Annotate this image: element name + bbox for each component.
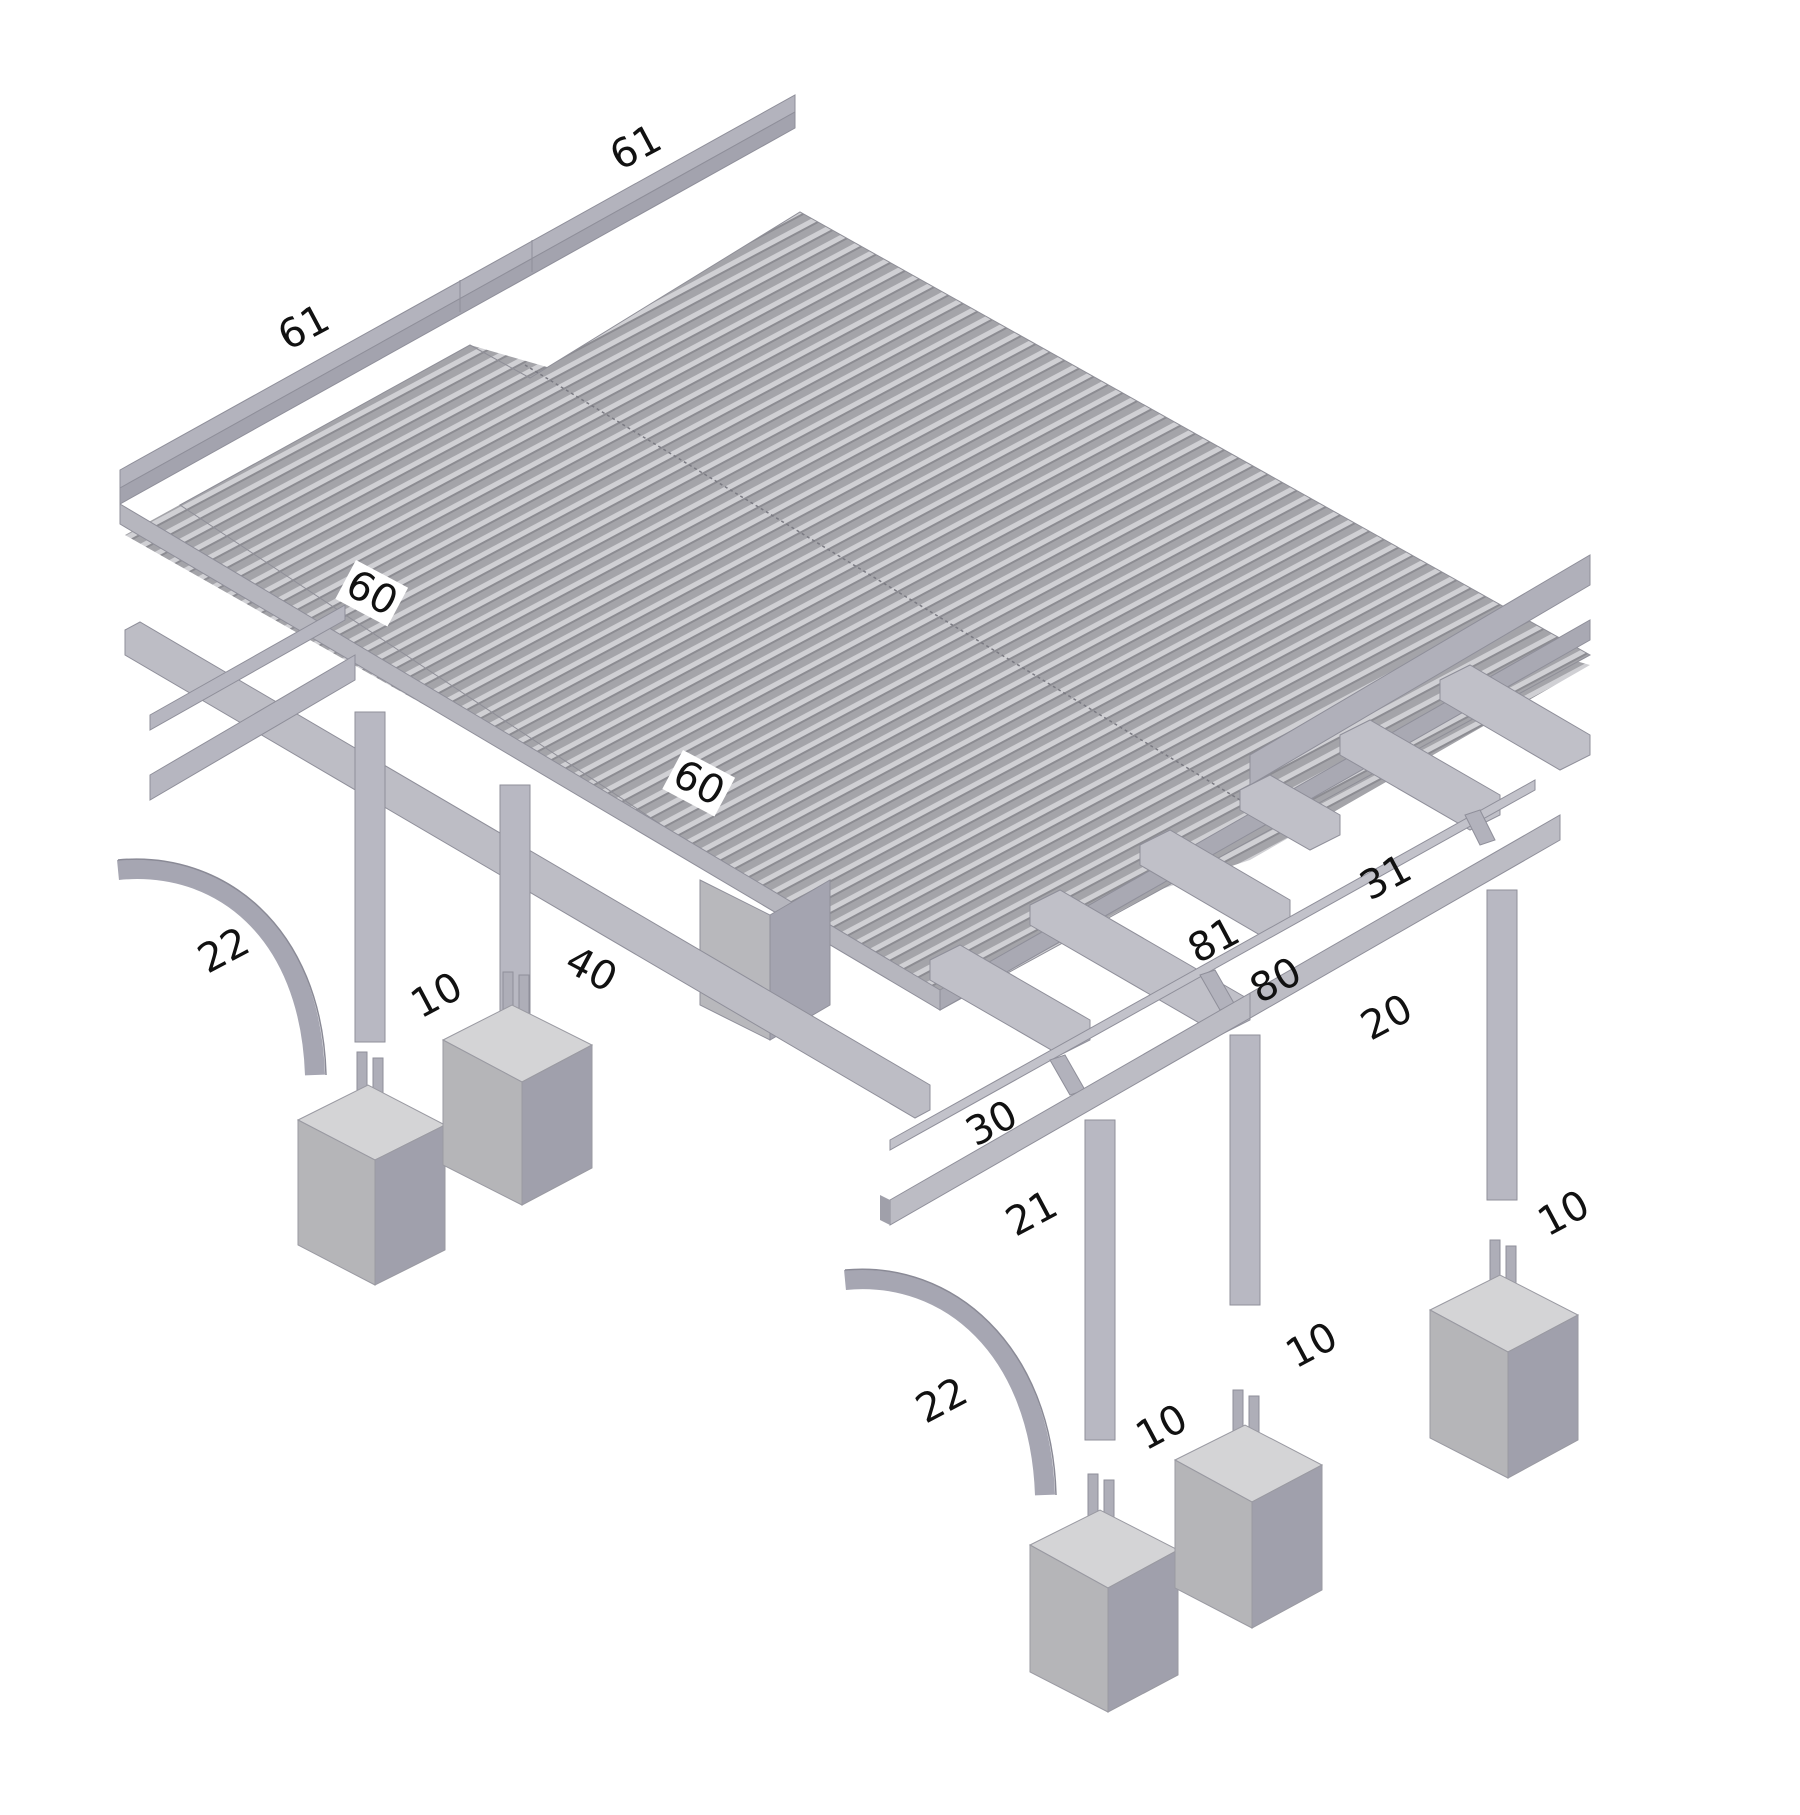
- concrete-footings: [296, 1004, 1580, 1713]
- curved-braces-22: [117, 859, 1055, 1496]
- joists-81: [929, 664, 1591, 1056]
- front-beam-20-21: [880, 814, 1561, 1226]
- rail-30-31: [889, 779, 1536, 1151]
- left-cross-members: [149, 604, 356, 801]
- edge-trim-61: [119, 94, 796, 505]
- braces-80: [1049, 809, 1496, 1096]
